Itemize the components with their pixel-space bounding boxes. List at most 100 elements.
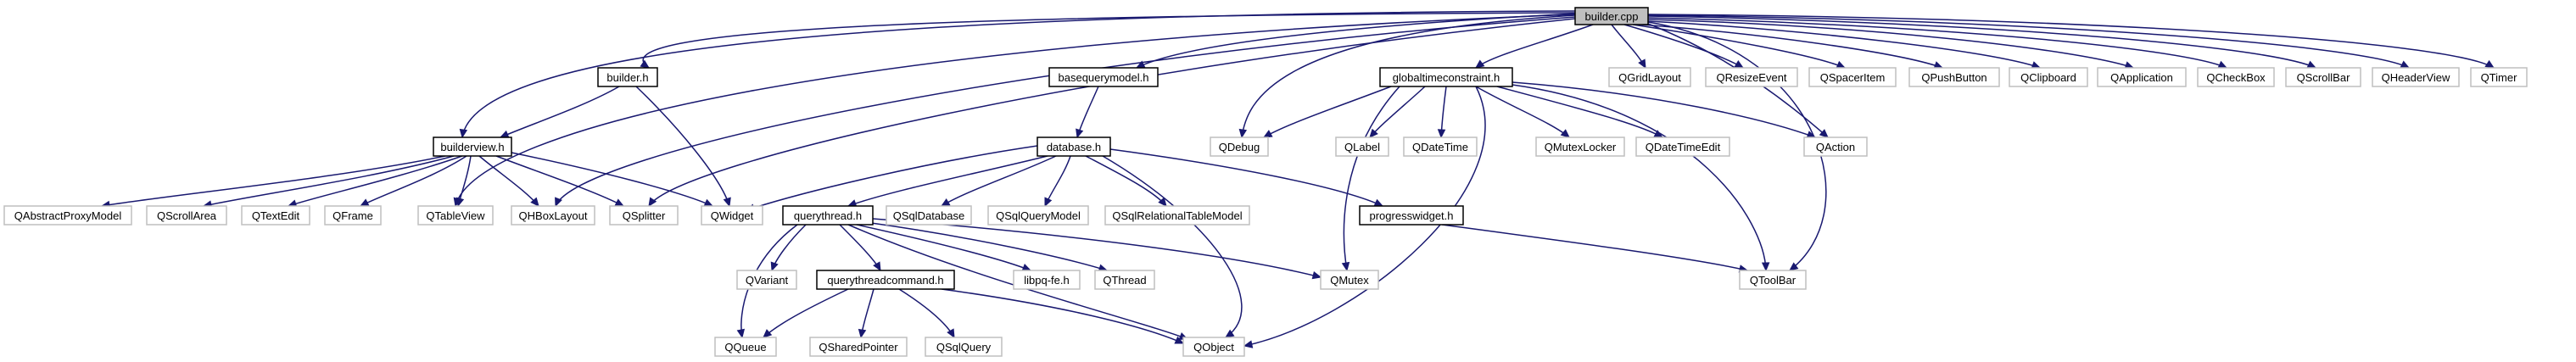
node-qlabel[interactable]: QLabel <box>1335 136 1389 157</box>
edge-arrowhead <box>1158 197 1167 207</box>
node-qmutex[interactable]: QMutex <box>1320 270 1379 290</box>
node-qtableview[interactable]: QTableView <box>417 205 494 226</box>
node-qheaderview[interactable]: QHeaderView <box>2372 67 2460 87</box>
node-qdebug[interactable]: QDebug <box>1210 136 1269 157</box>
node-basequerymodel-h[interactable]: basequerymodel.h <box>1048 67 1159 87</box>
node-qaction[interactable]: QAction <box>1803 136 1868 157</box>
dependency-edge <box>847 155 1048 207</box>
node-qobject[interactable]: QObject <box>1182 337 1245 357</box>
dependency-edge <box>555 16 1576 207</box>
node-label: querythreadcommand.h <box>827 274 943 287</box>
node-qsqlquery[interactable]: QSqlQuery <box>925 337 1003 357</box>
node-qsharedpointer[interactable]: QSharedPointer <box>809 337 908 357</box>
node-qresizeevent[interactable]: QResizeEvent <box>1705 67 1798 87</box>
node-label: QPushButton <box>1921 71 1986 84</box>
node-builder-cpp[interactable]: builder.cpp <box>1574 7 1649 25</box>
node-qscrollbar[interactable]: QScrollBar <box>2285 67 2361 87</box>
edge-arrowhead <box>648 197 657 208</box>
dependency-edge <box>1076 86 1099 138</box>
node-label: QMutexLocker <box>1545 141 1617 153</box>
node-builderview-h[interactable]: builderview.h <box>433 136 512 157</box>
node-qdatetimeedit[interactable]: QDateTimeEdit <box>1635 136 1730 157</box>
dependency-edge <box>941 288 1184 344</box>
edge-arrowhead <box>703 198 714 207</box>
dependency-edge <box>898 288 955 338</box>
dependency-edge <box>511 152 713 207</box>
node-label: libpq-fe.h <box>1024 274 1069 287</box>
node-qsqlrelationaltablemodel[interactable]: QSqlRelationalTableModel <box>1104 205 1250 226</box>
node-querythread-h[interactable]: querythread.h <box>782 205 874 226</box>
dependency-edge <box>1441 224 1748 271</box>
node-label: QDateTimeEdit <box>1646 141 1721 153</box>
dependency-edge <box>1343 86 1400 271</box>
dependency-edge <box>1647 17 2227 69</box>
node-label: QSharedPointer <box>819 341 898 354</box>
node-qqueue[interactable]: QQueue <box>714 337 777 357</box>
node-libpq-fe-h[interactable]: libpq-fe.h <box>1013 270 1081 290</box>
dependency-edge <box>1647 14 2495 69</box>
dependency-edge <box>1369 86 1426 138</box>
edge-arrowhead <box>2306 60 2317 69</box>
node-database-h[interactable]: database.h <box>1037 136 1111 157</box>
edge-arrowhead <box>770 261 779 272</box>
node-qapplication[interactable]: QApplication <box>2097 67 2187 87</box>
node-qsqldatabase[interactable]: QSqlDatabase <box>886 205 972 226</box>
node-qsplitter[interactable]: QSplitter <box>609 205 679 226</box>
node-qabstractproxymodel[interactable]: QAbstractProxyModel <box>3 205 132 226</box>
node-builder-h[interactable]: builder.h <box>597 67 658 87</box>
node-qvariant[interactable]: QVariant <box>736 270 797 290</box>
node-qthread[interactable]: QThread <box>1094 270 1155 290</box>
edge-arrowhead <box>1373 198 1384 207</box>
node-qspaceritem[interactable]: QSpacerItem <box>1808 67 1897 87</box>
dependency-edge <box>1243 86 1486 347</box>
edge-arrowhead <box>947 328 955 339</box>
node-label: QScrollArea <box>157 209 217 222</box>
node-globaltimeconstraint-h[interactable]: globaltimeconstraint.h <box>1379 67 1513 87</box>
dependency-edge <box>478 155 539 207</box>
node-label: globaltimeconstraint.h <box>1393 71 1500 84</box>
node-qdatetime[interactable]: QDateTime <box>1403 136 1478 157</box>
edge-arrowhead <box>858 328 867 339</box>
node-label: QGridLayout <box>1618 71 1681 84</box>
node-progresswidget-h[interactable]: progresswidget.h <box>1359 205 1464 226</box>
node-label: database.h <box>1047 141 1101 153</box>
node-label: QResizeEvent <box>1716 71 1786 84</box>
node-qpushbutton[interactable]: QPushButton <box>1908 67 2000 87</box>
node-label: QDateTime <box>1412 141 1468 153</box>
node-label: QAbstractProxyModel <box>14 209 122 222</box>
dependency-edge <box>1475 86 1570 138</box>
dependency-edge <box>635 86 730 207</box>
node-qframe[interactable]: QFrame <box>324 205 382 226</box>
edge-arrowhead <box>1238 128 1248 139</box>
edge-arrowhead <box>1369 128 1378 138</box>
node-qmutexlocker[interactable]: QMutexLocker <box>1535 136 1625 157</box>
node-qtextedit[interactable]: QTextEdit <box>241 205 310 226</box>
dependency-edge <box>360 155 467 207</box>
node-qclipboard[interactable]: QClipboard <box>2009 67 2088 87</box>
node-label: QDebug <box>1219 141 1260 153</box>
edge-arrowhead <box>1341 261 1350 272</box>
node-qscrollarea[interactable]: QScrollArea <box>146 205 227 226</box>
node-label: QSpacerItem <box>1820 71 1886 84</box>
edge-arrowhead <box>723 197 731 208</box>
node-qtimer[interactable]: QTimer <box>2470 67 2528 87</box>
node-querythreadcommand-h[interactable]: querythreadcommand.h <box>816 270 955 290</box>
node-label: QSplitter <box>623 209 666 222</box>
node-qtoolbar[interactable]: QToolBar <box>1739 270 1807 290</box>
dependency-edge <box>1647 19 2134 69</box>
dependency-edge <box>1496 86 1663 138</box>
dependency-edge <box>1647 15 2316 69</box>
edge-arrowhead <box>530 197 539 207</box>
node-label: querythread.h <box>794 209 862 222</box>
node-qsqlquerymodel[interactable]: QSqlQueryModel <box>987 205 1089 226</box>
dependency-edge <box>763 288 849 338</box>
edge-arrowhead <box>1243 340 1254 348</box>
node-qgridlayout[interactable]: QGridLayout <box>1608 67 1691 87</box>
node-qhboxlayout[interactable]: QHBoxLayout <box>511 205 595 226</box>
node-label: QToolBar <box>1750 274 1796 287</box>
edge-arrowhead <box>1224 329 1235 338</box>
dependency-edge <box>1647 20 2041 69</box>
node-qcheckbox[interactable]: QCheckBox <box>2197 67 2275 87</box>
dependency-edge <box>941 155 1057 207</box>
node-qwidget[interactable]: QWidget <box>701 205 763 226</box>
